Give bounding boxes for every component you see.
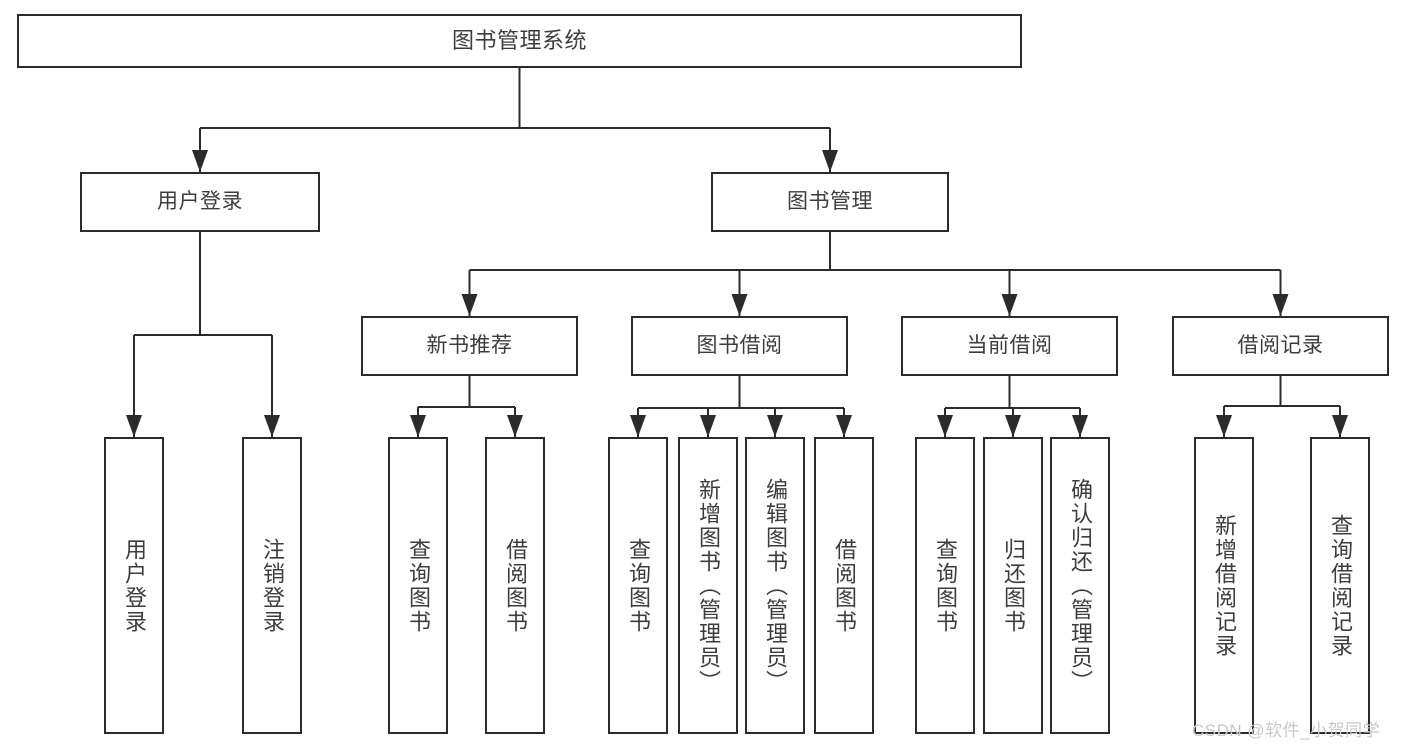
node-new-book-rec[interactable]: 新书推荐	[361, 316, 578, 376]
arrowhead-leaf-cur-return	[1005, 415, 1021, 437]
node-label: 当前借阅	[966, 333, 1053, 357]
node-leaf-rec-query[interactable]: 查询图书	[388, 437, 448, 734]
arrowhead-new-book-rec	[461, 294, 478, 316]
node-label: 图书管理	[787, 189, 873, 213]
node-label: 用户登录	[122, 537, 147, 634]
node-current-borrow[interactable]: 当前借阅	[901, 316, 1118, 376]
node-leaf-bor-add[interactable]: 新增图书（管理员）	[678, 437, 738, 734]
arrowhead-leaf-user-logout	[264, 415, 280, 437]
node-leaf-user-login[interactable]: 用户登录	[104, 437, 164, 734]
node-user-login[interactable]: 用户登录	[80, 172, 320, 232]
node-leaf-cur-return[interactable]: 归还图书	[983, 437, 1043, 734]
node-label: 确认归还（管理员）	[1068, 477, 1093, 694]
node-label: 新增图书（管理员）	[696, 477, 721, 694]
node-leaf-cur-confirm[interactable]: 确认归还（管理员）	[1050, 437, 1110, 734]
node-label: 归还图书	[1001, 537, 1026, 634]
node-label: 借阅记录	[1237, 333, 1324, 357]
arrowhead-leaf-bor-query	[630, 415, 646, 437]
node-leaf-rectest-add[interactable]: 新增借阅记录	[1194, 437, 1254, 734]
node-label: 借阅图书	[832, 537, 857, 634]
arrowhead-leaf-rec-query	[410, 415, 426, 437]
node-leaf-bor-edit[interactable]: 编辑图书（管理员）	[745, 437, 805, 734]
node-label: 查询图书	[406, 537, 431, 634]
node-label: 查询图书	[626, 537, 651, 634]
node-label: 查询图书	[933, 537, 958, 634]
arrowhead-leaf-user-login	[126, 415, 142, 437]
arrowhead-leaf-bor-borrow	[836, 415, 852, 437]
arrowhead-leaf-rectest-query	[1332, 415, 1348, 437]
node-label: 图书借阅	[696, 333, 783, 357]
arrowhead-leaf-rec-borrow	[507, 415, 523, 437]
node-book-borrow[interactable]: 图书借阅	[631, 316, 848, 376]
node-label: 用户登录	[157, 189, 243, 213]
node-borrow-record[interactable]: 借阅记录	[1172, 316, 1389, 376]
watermark-label: CSDN @软件_小贺同学	[1192, 721, 1381, 740]
arrowhead-leaf-cur-confirm	[1072, 415, 1088, 437]
node-leaf-cur-query[interactable]: 查询图书	[915, 437, 975, 734]
node-leaf-bor-borrow[interactable]: 借阅图书	[814, 437, 874, 734]
node-root[interactable]: 图书管理系统	[17, 14, 1022, 68]
node-label: 图书管理系统	[451, 28, 587, 54]
node-leaf-rectest-query[interactable]: 查询借阅记录	[1310, 437, 1370, 734]
arrowhead-current-borrow	[1001, 294, 1018, 316]
node-label: 借阅图书	[503, 537, 528, 634]
node-leaf-rec-borrow[interactable]: 借阅图书	[485, 437, 545, 734]
arrowhead-leaf-bor-add	[700, 415, 716, 437]
node-leaf-bor-query[interactable]: 查询图书	[608, 437, 668, 734]
node-book-manage[interactable]: 图书管理	[711, 172, 949, 232]
arrowhead-user-login	[192, 150, 208, 172]
node-label: 编辑图书（管理员）	[763, 477, 788, 694]
arrowhead-leaf-cur-query	[937, 415, 953, 437]
arrowhead-book-manage	[822, 150, 838, 172]
arrowhead-leaf-bor-edit	[767, 415, 783, 437]
arrowhead-borrow-record	[1272, 294, 1289, 316]
node-label: 新增借阅记录	[1212, 513, 1237, 658]
node-label: 查询借阅记录	[1328, 513, 1353, 658]
arrowhead-leaf-rectest-add	[1216, 415, 1232, 437]
arrowhead-book-borrow	[731, 294, 748, 316]
node-leaf-user-logout[interactable]: 注销登录	[242, 437, 302, 734]
node-label: 注销登录	[260, 537, 285, 634]
node-label: 新书推荐	[426, 333, 513, 357]
